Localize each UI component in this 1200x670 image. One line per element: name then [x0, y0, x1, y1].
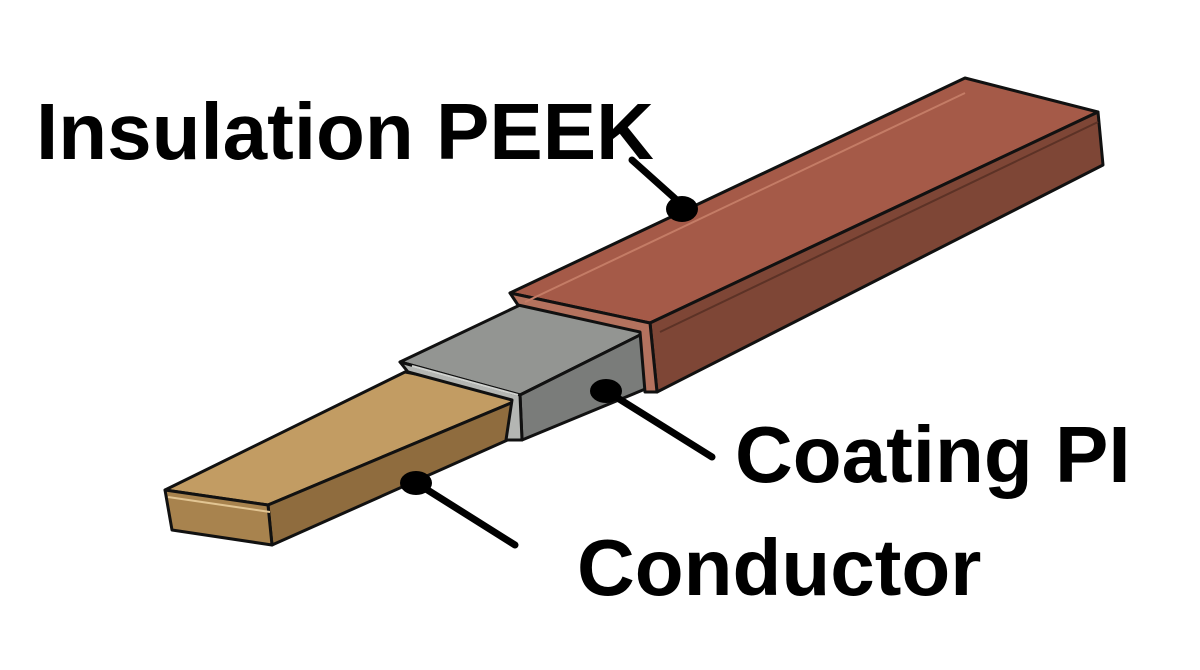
label-insulation-peek: Insulation PEEK	[36, 87, 654, 176]
conductor-strip	[163, 370, 532, 547]
label-coating-pi: Coating PI	[735, 410, 1131, 499]
insulation-jacket	[508, 76, 1105, 394]
leader-coating	[590, 379, 716, 461]
insulation-end-face	[508, 291, 659, 394]
leader-conductor	[400, 471, 519, 549]
label-conductor: Conductor	[577, 523, 982, 612]
conductor-end-face	[163, 488, 274, 547]
leader-insulation	[628, 156, 698, 222]
